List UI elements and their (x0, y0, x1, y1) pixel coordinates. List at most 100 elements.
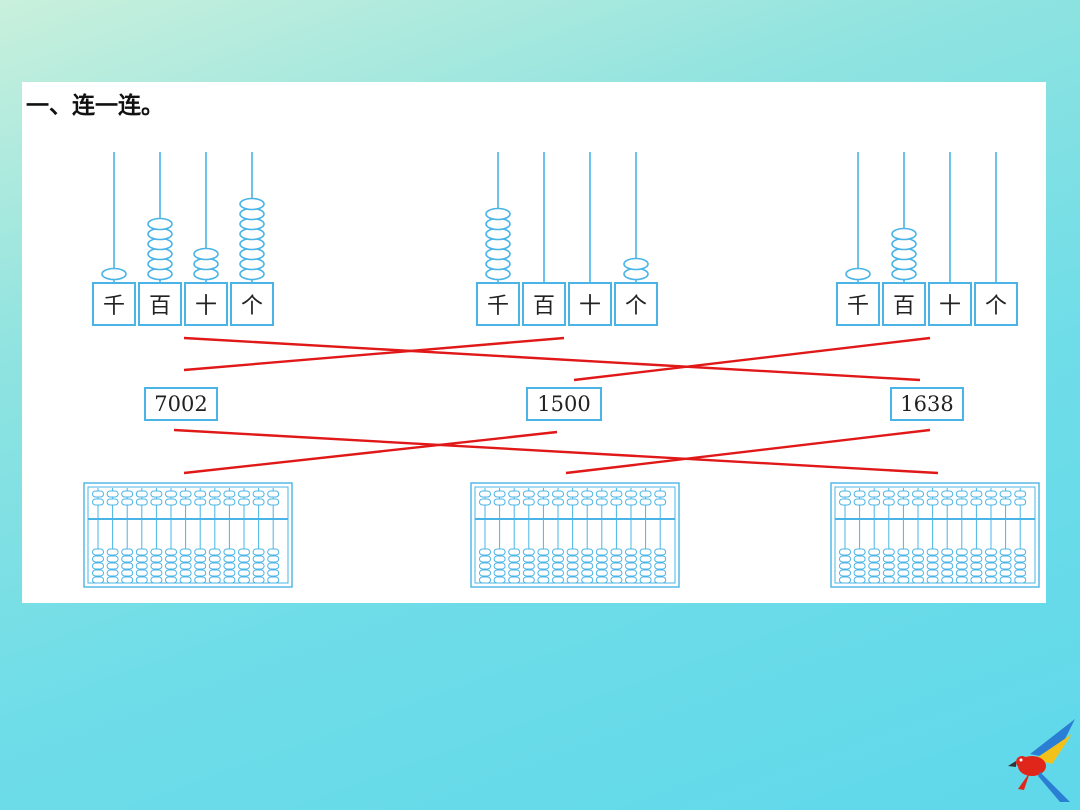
abacus-bead (610, 498, 623, 506)
abacus-bead (252, 498, 265, 506)
abacus-bead (252, 562, 265, 570)
abacus-bead (267, 555, 280, 563)
abacus-bead (882, 576, 895, 584)
abacus-bead (223, 569, 236, 577)
abacus-bead (479, 576, 491, 584)
abacus-bead (223, 576, 236, 584)
abacus-bead (639, 562, 652, 570)
counter-bead (845, 267, 871, 281)
abacus-bead (941, 498, 954, 506)
abacus-bead (639, 548, 652, 556)
match-line (173, 428, 939, 475)
abacus-bead (853, 548, 866, 556)
place-label-thousands: 千 (92, 282, 136, 326)
abacus-bead (252, 576, 265, 584)
abacus-bead (223, 562, 236, 570)
abacus-bead (985, 498, 997, 506)
abacus-bead (479, 569, 491, 577)
place-label-tens: 十 (568, 282, 612, 326)
abacus-bead (238, 548, 250, 556)
abacus-bead (581, 548, 594, 556)
abacus-bead (926, 562, 939, 570)
abacus-bead (941, 569, 954, 577)
abacus-bead (912, 576, 924, 584)
place-label-hundreds: 百 (138, 282, 182, 326)
abacus-bead (941, 576, 954, 584)
abacus-bead (508, 548, 521, 556)
abacus-bead (537, 490, 550, 498)
abacus-bead (985, 562, 997, 570)
abacus-bead (853, 490, 866, 498)
abacus-bead (121, 576, 134, 584)
abacus-bead (479, 548, 491, 556)
abacus-bead (999, 569, 1012, 577)
abacus-bead (897, 548, 910, 556)
abacus-bead (955, 490, 968, 498)
abacus-bead (179, 490, 192, 498)
abacus-bead (970, 498, 983, 506)
abacus-bead (897, 569, 910, 577)
abacus-bead (135, 498, 148, 506)
abacus-bead (238, 562, 250, 570)
abacus-bead (179, 576, 192, 584)
abacus-bead (654, 562, 667, 570)
abacus-bead (552, 576, 564, 584)
abacus-bead (552, 490, 564, 498)
abacus-bead (479, 498, 491, 506)
abacus-bead (238, 576, 250, 584)
abacus-bead (897, 562, 910, 570)
abacus-bead (106, 576, 119, 584)
abacus-bead (985, 569, 997, 577)
abacus-bead (179, 498, 192, 506)
abacus-bead (970, 555, 983, 563)
abacus-bead (208, 569, 221, 577)
abacus-bead (106, 562, 119, 570)
abacus-bead (208, 548, 221, 556)
abacus-bead (853, 498, 866, 506)
abacus-bead (165, 569, 177, 577)
number-box: 7002 (144, 387, 218, 421)
counter-bead (891, 227, 917, 241)
abacus-bead (92, 576, 104, 584)
abacus-bead (595, 576, 608, 584)
abacus-bead (868, 555, 881, 563)
abacus-bead (150, 555, 163, 563)
place-label-thousands: 千 (836, 282, 880, 326)
place-label-ones: 个 (230, 282, 274, 326)
abacus-bead (581, 562, 594, 570)
abacus-bead (868, 498, 881, 506)
abacus-bead (208, 498, 221, 506)
abacus-bead (106, 490, 119, 498)
abacus-bead (912, 555, 924, 563)
abacus-bead (955, 498, 968, 506)
abacus-bead (150, 576, 163, 584)
abacus-bead (121, 498, 134, 506)
abacus-bead (581, 498, 594, 506)
abacus-bead (92, 569, 104, 577)
abacus-bead (581, 555, 594, 563)
abacus-bead (955, 576, 968, 584)
abacus-bead (552, 548, 564, 556)
abacus-bead (135, 569, 148, 577)
abacus-bead (654, 555, 667, 563)
abacus-bead (238, 555, 250, 563)
abacus-bead (610, 576, 623, 584)
abacus-bead (165, 490, 177, 498)
abacus-bead (508, 576, 521, 584)
abacus-bead (581, 490, 594, 498)
abacus-bead (955, 548, 968, 556)
abacus-bead (208, 576, 221, 584)
abacus-bead (252, 555, 265, 563)
abacus-bead (150, 569, 163, 577)
abacus-bead (194, 569, 207, 577)
abacus-bead (165, 548, 177, 556)
place-label-hundreds: 百 (882, 282, 926, 326)
abacus-bead (493, 548, 506, 556)
abacus-bead (106, 498, 119, 506)
abacus-bead (897, 490, 910, 498)
abacus-bead (566, 562, 579, 570)
abacus-bead (595, 548, 608, 556)
abacus-bead (1014, 548, 1027, 556)
abacus-bead (522, 569, 535, 577)
abacus-bead (926, 569, 939, 577)
